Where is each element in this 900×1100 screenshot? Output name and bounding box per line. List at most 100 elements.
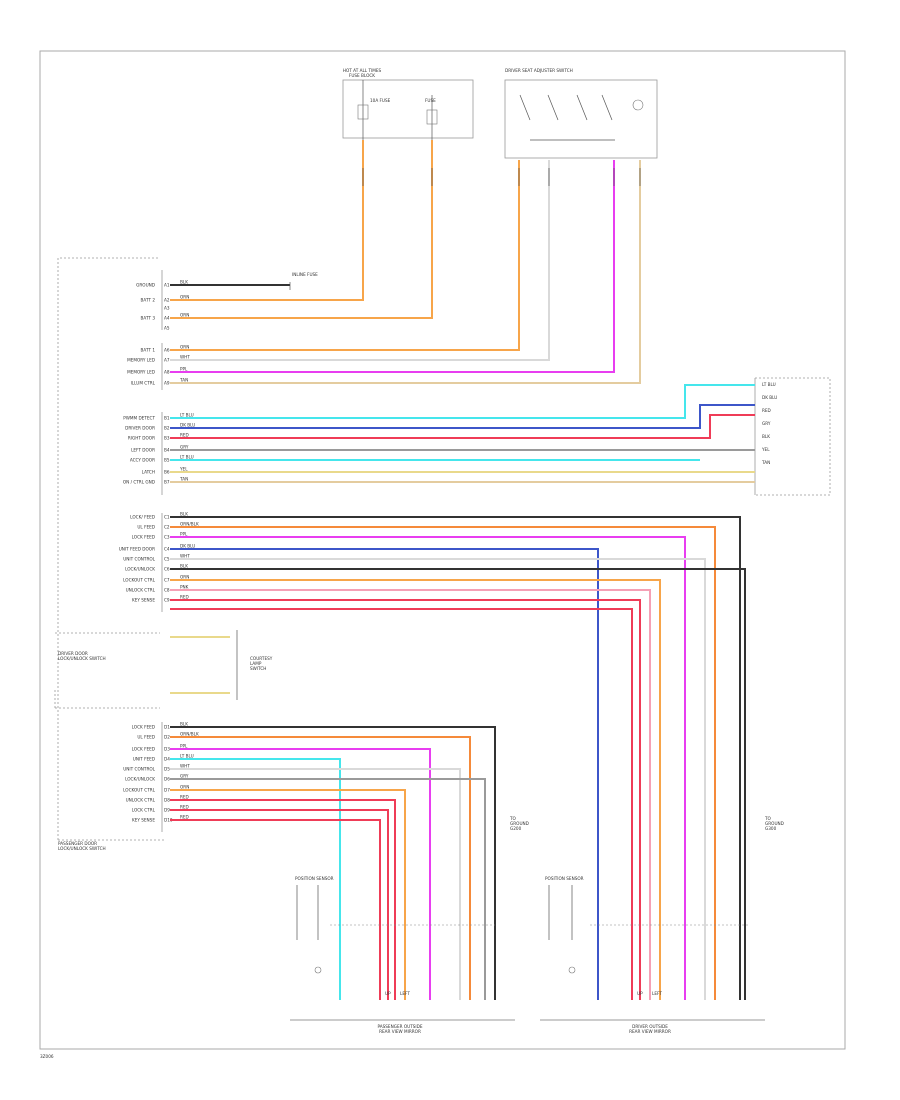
- pin-name-b2: DRIVER DOOR: [125, 426, 155, 431]
- fuse-feeds: [170, 140, 641, 384]
- pin-name-b4: LEFT DOOR: [131, 448, 155, 453]
- svg-text:UP: UP: [637, 991, 643, 996]
- wire-color-b7: TAN: [179, 477, 188, 482]
- feed-wht: [170, 160, 550, 361]
- pin-name-d9: LOCK CTRL: [132, 808, 156, 813]
- pin-number-a5: A5: [164, 326, 170, 331]
- pin-name-c1: LOCK/ FEED: [130, 515, 155, 520]
- pin-number-d1: D1: [164, 725, 170, 730]
- pin-name-c9: KEY SENSE: [132, 598, 155, 603]
- svg-text:UP: UP: [385, 991, 391, 996]
- wire-color-a7: WHT: [180, 355, 190, 360]
- pin-name-d7: LOCKOUT CTRL: [123, 788, 156, 793]
- svg-text:SWITCH: SWITCH: [250, 666, 266, 671]
- wire-red: [170, 414, 755, 439]
- diagram-frame: [39, 50, 846, 1050]
- left-module: [57, 257, 165, 841]
- pin-number-c1: C1: [164, 515, 170, 520]
- driver-mirror: DRIVER OUTSIDE REAR VIEW MIRROR POSITION…: [540, 876, 765, 1034]
- pin-number-b3: B3: [164, 436, 170, 441]
- wire-color-a4: ORN: [180, 313, 189, 318]
- wire-dk-blu: [170, 404, 755, 429]
- svg-text:DRIVER SEAT ADJUSTER SWITCH: DRIVER SEAT ADJUSTER SWITCH: [505, 68, 573, 73]
- data-wires: [170, 384, 755, 483]
- pin-number-d3: D3: [164, 747, 170, 752]
- wire-color-c9: RED: [180, 595, 189, 600]
- pin-number-a9: A9: [164, 381, 170, 386]
- svg-text:FUSE BLOCK: FUSE BLOCK: [349, 73, 375, 78]
- pin-number-d9: D9: [164, 808, 170, 813]
- wire-color-b6: YEL: [179, 467, 188, 472]
- svg-text:GROUND: GROUND: [765, 821, 784, 826]
- wire-color-d7: ORN: [180, 785, 189, 790]
- wire-color-c2: ORN/BLK: [180, 522, 199, 527]
- pin-number-d10: D10: [164, 818, 173, 823]
- wire-color-c3: PPL: [180, 532, 188, 537]
- pin-number-b5: B5: [164, 458, 170, 463]
- feed-orn-3: [170, 160, 520, 351]
- pin-number-c9: C9: [164, 598, 170, 603]
- pin-name-d5: UNIT CONTROL: [123, 767, 155, 772]
- pin-name-d6: LOCK/UNLOCK: [125, 777, 155, 782]
- wire-color-b4: GRY: [180, 445, 189, 450]
- pin-number-c6: C6: [164, 567, 170, 572]
- right-pin-code: LT BLU: [762, 382, 776, 387]
- feed-orn-1: [170, 140, 364, 301]
- pin-name-c5: UNIT CONTROL: [123, 557, 155, 562]
- right-pin-code: TAN: [761, 460, 770, 465]
- wire-color-c5: WHT: [180, 554, 190, 559]
- pin-name-a1: GROUND: [136, 283, 155, 288]
- wire-color-c7: ORN: [180, 575, 189, 580]
- pin-name-c8: UNLOCK CTRL: [126, 588, 156, 593]
- wire-color-d1: BLK: [180, 722, 188, 727]
- pin-number-a4: A4: [164, 316, 170, 321]
- pin-number-a2: A2: [164, 298, 170, 303]
- pin-name-a6: BATT 1: [141, 348, 156, 353]
- pin-number-a8: A8: [164, 370, 170, 375]
- svg-text:TO: TO: [509, 816, 517, 821]
- feed-tan: [170, 160, 641, 384]
- pin-number-c4: C4: [164, 547, 170, 552]
- svg-text:INLINE FUSE: INLINE FUSE: [292, 272, 318, 277]
- pin-name-a2: BATT 2: [141, 298, 156, 303]
- driver-switch-wires: [170, 516, 746, 1000]
- wire-color-c1: BLK: [180, 512, 188, 517]
- courtesy-switch: COURTESY LAMP SWITCH DRIVER DOOR LOCK/UN…: [54, 630, 273, 709]
- wire-color-c8: PNK: [180, 585, 189, 590]
- passenger-switch-wires: PASSENGER DOOR LOCK/UNLOCK SWITCH: [58, 726, 496, 1000]
- svg-text:PASSENGER OUTSIDE: PASSENGER OUTSIDE: [377, 1024, 422, 1029]
- svg-text:HOT AT ALL TIMES: HOT AT ALL TIMES: [343, 68, 382, 73]
- wire-color-d4: LT BLU: [180, 754, 194, 759]
- wire-lt-blu-1: [170, 384, 755, 419]
- pin-name-b6: LATCH: [142, 470, 155, 475]
- wire-color-c6: BLK: [180, 564, 188, 569]
- pin-number-b4: B4: [164, 448, 170, 453]
- pin-name-a4: BATT 3: [141, 316, 156, 321]
- svg-text:G200: G200: [510, 826, 522, 831]
- pin-number-a3: A3: [164, 306, 170, 311]
- svg-text:LEFT: LEFT: [400, 991, 410, 996]
- ground-link: INLINE FUSE: [170, 272, 318, 290]
- wire-color-a1: BLK: [180, 280, 188, 285]
- pin-number-c5: C5: [164, 557, 170, 562]
- svg-text:FUSE: FUSE: [425, 98, 436, 103]
- right-pin-code: GRY: [762, 421, 771, 426]
- right-pin-code: RED: [762, 408, 771, 413]
- pin-name-a9: ILLUM CTRL: [131, 381, 156, 386]
- svg-text:REAR VIEW MIRROR: REAR VIEW MIRROR: [629, 1029, 671, 1034]
- wire-color-b2: DK BLU: [180, 423, 195, 428]
- pin-name-d10: KEY SENSE: [132, 818, 155, 823]
- pin-number-d7: D7: [164, 788, 170, 793]
- pin-name-a8: MEMORY LED: [127, 370, 155, 375]
- passenger-mirror: PASSENGER OUTSIDE REAR VIEW MIRROR POSIT…: [290, 876, 515, 1034]
- svg-text:LOCK/UNLOCK SWITCH: LOCK/UNLOCK SWITCH: [58, 656, 106, 661]
- pin-number-b2: B2: [164, 426, 170, 431]
- wire-color-d6: GRY: [180, 774, 189, 779]
- seat-adjuster-switch: DRIVER SEAT ADJUSTER SWITCH: [504, 68, 658, 159]
- svg-text:COURTESY: COURTESY: [250, 656, 273, 661]
- wire-color-d9: RED: [180, 805, 189, 810]
- wire-color-d2: ORN/BLK: [180, 732, 199, 737]
- wire-color-d8: RED: [180, 795, 189, 800]
- svg-text:DRIVER OUTSIDE: DRIVER OUTSIDE: [632, 1024, 668, 1029]
